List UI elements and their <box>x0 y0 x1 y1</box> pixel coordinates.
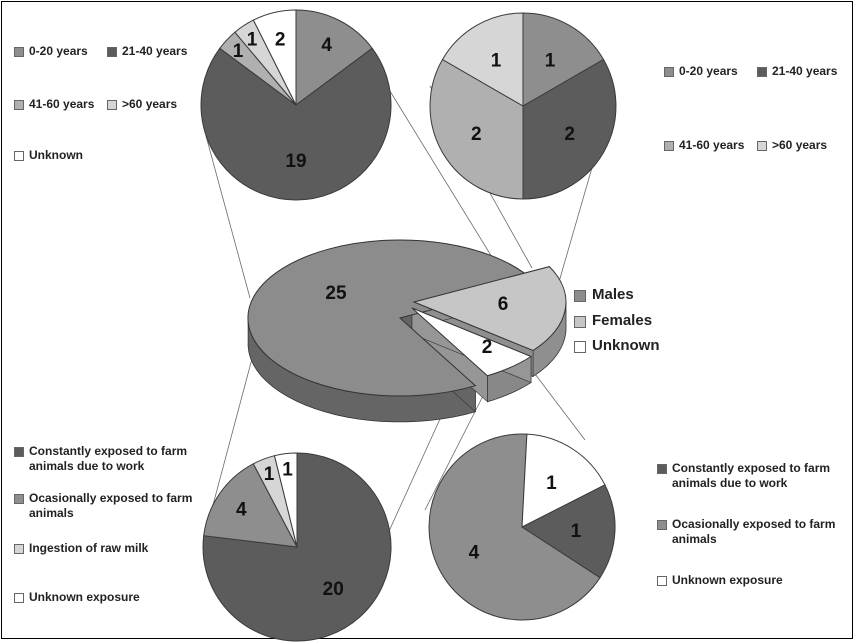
data-label: 1 <box>233 41 244 62</box>
legend-label: 41-60 years <box>29 97 95 111</box>
legend-item: Constantly exposed to farm animals due t… <box>657 461 842 491</box>
legend-item: >60 years <box>757 138 827 153</box>
data-label: 4 <box>236 500 247 521</box>
legend-swatch <box>14 100 24 110</box>
legend-item: 21-40 years <box>107 44 187 59</box>
data-label: 1 <box>264 464 275 485</box>
connector-line <box>205 135 251 299</box>
legend-item: 21-40 years <box>757 64 837 79</box>
legend-item: Constantly exposed to farm animals due t… <box>14 444 199 474</box>
legend-label: Males <box>592 286 634 303</box>
data-label: 6 <box>498 294 509 315</box>
legend-swatch <box>107 100 117 110</box>
data-label: 2 <box>564 124 575 145</box>
data-label: 20 <box>323 579 344 600</box>
legend-item: Unknown <box>574 336 660 356</box>
legend-label: 21-40 years <box>122 44 188 58</box>
legend-swatch <box>657 576 667 586</box>
legend-label: >60 years <box>122 97 178 111</box>
legend-label: Ocasionally exposed to farm animals <box>672 517 836 546</box>
pie-slice <box>441 12 524 107</box>
legend-item: Ingestion of raw milk <box>14 541 148 556</box>
legend-swatch <box>657 464 667 474</box>
data-label: 1 <box>282 460 293 481</box>
legend-label: Unknown <box>29 148 83 162</box>
legend-swatch <box>574 316 586 328</box>
legend-item: Females <box>574 311 652 331</box>
legend-label: Ingestion of raw milk <box>29 541 149 555</box>
pie-slice <box>428 433 601 621</box>
pie-slice <box>295 9 373 106</box>
legend-label: Unknown exposure <box>672 573 783 587</box>
legend-item: Unknown exposure <box>14 590 140 605</box>
legend-swatch <box>574 290 586 302</box>
data-label: 2 <box>275 29 286 50</box>
pie-slice <box>521 484 616 579</box>
legend-item: 41-60 years <box>664 138 744 153</box>
legend-swatch <box>14 544 24 554</box>
legend-label: >60 years <box>772 138 828 152</box>
pie-slice <box>200 47 392 201</box>
legend-label: Unknown <box>592 337 660 354</box>
data-label: 4 <box>321 35 332 56</box>
data-label: 1 <box>247 29 258 50</box>
legend-swatch <box>664 67 674 77</box>
legend-item: Males <box>574 285 634 305</box>
legend-label: Constantly exposed to farm animals due t… <box>29 444 188 473</box>
legend-swatch <box>14 151 24 161</box>
pie-slice-3d <box>411 307 533 377</box>
connector-line <box>531 369 586 441</box>
pie-slice-3d <box>412 266 567 352</box>
pie-slice <box>521 433 606 528</box>
pie-slice-3d <box>247 239 537 397</box>
connector-line <box>384 82 496 263</box>
legend-label: Unknown exposure <box>29 590 140 604</box>
legend-item: Ocasionally exposed to farm animals <box>657 517 842 547</box>
legend-swatch <box>574 341 586 353</box>
legend-swatch <box>107 47 117 57</box>
data-label: 4 <box>469 543 480 564</box>
legend-item: Unknown <box>14 148 83 163</box>
legend-swatch <box>14 494 24 504</box>
legend-swatch <box>14 447 24 457</box>
pie-slice <box>522 12 605 107</box>
legend-swatch <box>14 593 24 603</box>
legend-swatch <box>757 141 767 151</box>
legend-label: 41-60 years <box>679 138 745 152</box>
pie-slice <box>273 452 298 548</box>
data-label: 1 <box>546 473 557 494</box>
legend-label: Females <box>592 312 653 329</box>
legend-label: 21-40 years <box>772 64 838 78</box>
legend-item: 0-20 years <box>14 44 88 59</box>
legend-label: 0-20 years <box>29 44 88 58</box>
data-label: 1 <box>545 50 556 71</box>
data-label: 2 <box>482 337 493 358</box>
legend-swatch <box>664 141 674 151</box>
legend-swatch <box>14 47 24 57</box>
data-label: 25 <box>325 283 347 304</box>
data-label: 19 <box>285 151 306 172</box>
legend-label: 0-20 years <box>679 64 738 78</box>
legend-item: 41-60 years <box>14 97 94 112</box>
data-label: 1 <box>571 521 582 542</box>
pie-slice <box>203 463 298 548</box>
pie-slice <box>429 58 524 200</box>
pie-slice <box>522 58 617 200</box>
legend-item: 0-20 years <box>664 64 738 79</box>
data-label: 1 <box>491 50 502 71</box>
legend-item: Unknown exposure <box>657 573 783 588</box>
legend-swatch <box>657 520 667 530</box>
legend-label: Ocasionally exposed to farm animals <box>29 491 193 520</box>
pie-slice <box>252 9 297 106</box>
legend-swatch <box>757 67 767 77</box>
legend-label: Constantly exposed to farm animals due t… <box>672 461 831 490</box>
legend-item: Ocasionally exposed to farm animals <box>14 491 199 521</box>
data-label: 2 <box>471 124 482 145</box>
legend-item: >60 years <box>107 97 177 112</box>
